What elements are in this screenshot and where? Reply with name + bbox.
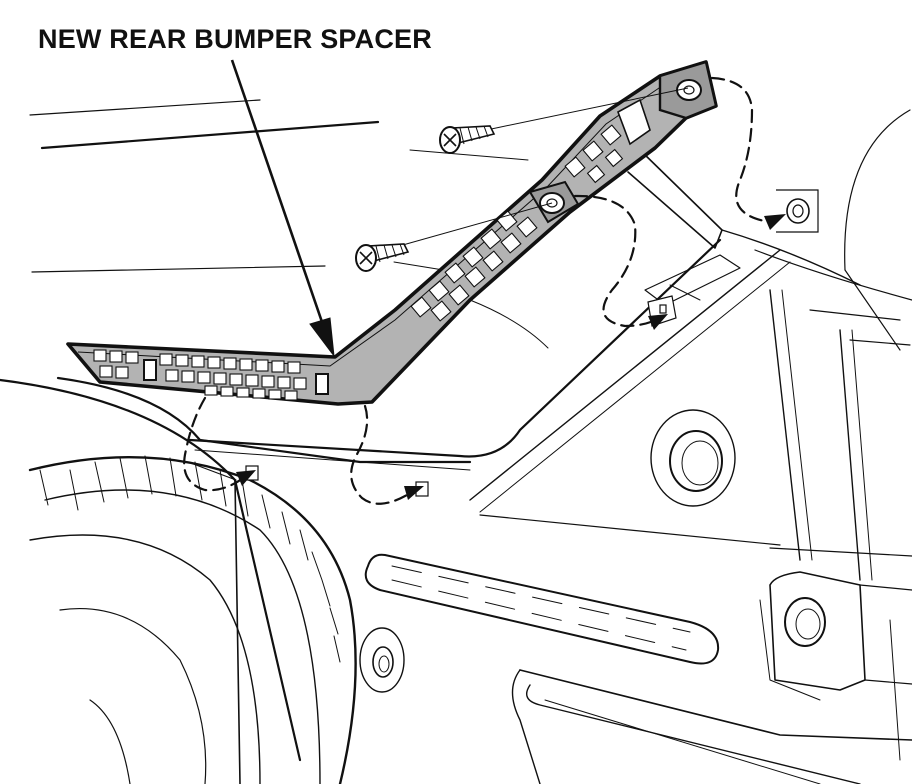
spacer-ribs-diagonal — [410, 124, 624, 322]
body-panel-lines — [29, 99, 722, 471]
body-holes — [359, 409, 826, 693]
bolt-lower-icon — [355, 202, 553, 272]
spacer-clip-slot — [143, 359, 157, 381]
arrowheads — [236, 214, 786, 500]
spacer-ribs-lower — [93, 349, 307, 401]
callout-leader-arrow — [230, 59, 335, 358]
bolt-upper-icon — [439, 87, 689, 154]
callout-label: NEW REAR BUMPER SPACER — [38, 24, 432, 54]
mount-hole-upper-right — [776, 189, 819, 233]
dashed-arrows — [183, 76, 772, 505]
body-structure — [364, 99, 912, 784]
spacer-clip-slot — [315, 373, 329, 395]
wheel-tire — [0, 378, 357, 784]
rear-bumper-spacer — [66, 60, 718, 406]
